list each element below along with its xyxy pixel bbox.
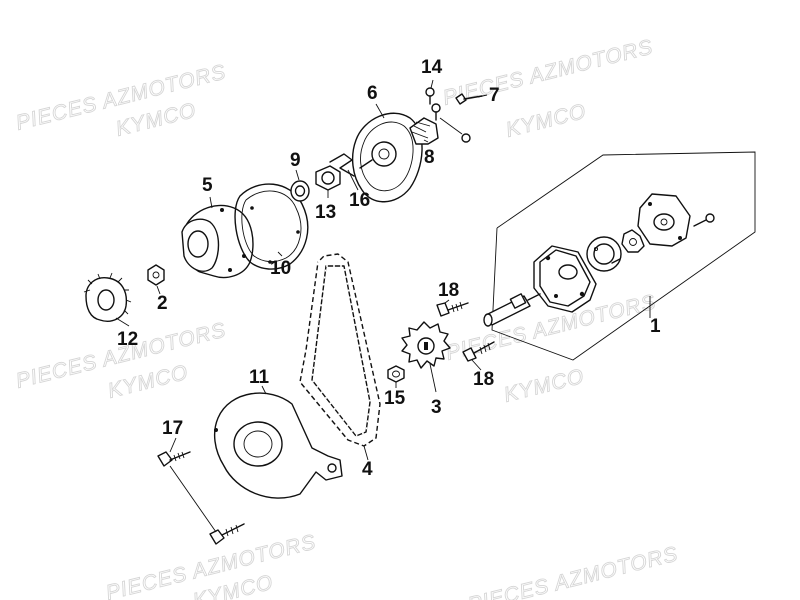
callout-5: 5: [202, 175, 213, 196]
drive-chain: [298, 252, 382, 448]
callout-14: 14: [421, 57, 443, 78]
housing-gasket: [234, 183, 309, 270]
flange-bolt-lower: [462, 341, 495, 362]
sprocket-nut: [387, 365, 405, 383]
callout-17: 17: [162, 418, 183, 439]
drive-sprocket: [401, 321, 451, 369]
callout-10: 10: [270, 258, 291, 279]
guide-bolt-lower: [209, 523, 245, 545]
chain-guide-plate: [213, 392, 343, 499]
bolt-alignment-line: [169, 465, 217, 533]
spring-boot: [409, 117, 439, 145]
driven-gear: [83, 272, 132, 322]
oil-pump-inner-rotor: [621, 229, 645, 253]
leader-lines: [115, 79, 488, 461]
drive-plate: [351, 112, 423, 203]
watermark-text: PIECES AZMOTORS: [466, 542, 681, 600]
callout-1: 1: [650, 316, 661, 337]
callout-3: 3: [431, 397, 442, 418]
oil-pump-group-bracket: [491, 151, 756, 361]
oil-pump-body: [533, 245, 597, 313]
watermark-text: KYMCO: [504, 100, 589, 142]
watermark-text: KYMCO: [502, 365, 587, 407]
watermark-text: PIECES AZMOTORS: [441, 35, 656, 110]
oil-pump-cover: [637, 193, 691, 247]
callout-7: 7: [489, 85, 500, 106]
gear-nut: [147, 264, 165, 286]
small-screw-lower: [431, 103, 441, 121]
callout-11: 11: [249, 367, 270, 388]
callout-6: 6: [367, 83, 378, 104]
callout-16: 16: [349, 190, 370, 211]
callout-8: 8: [424, 147, 435, 168]
guide-bolt-upper: [157, 451, 191, 467]
flange-bolt-upper: [436, 301, 469, 317]
callout-15: 15: [384, 388, 406, 409]
pump-drive-housing: [181, 204, 254, 279]
pump-cover-screw: [693, 213, 715, 227]
callout-12: 12: [117, 329, 138, 350]
callout-2: 2: [157, 293, 168, 314]
screw-right: [439, 117, 471, 143]
callout-18-lower: 18: [473, 369, 494, 390]
callout-9: 9: [290, 150, 301, 171]
oil-pump-pin: [611, 258, 621, 264]
oil-pump-shaft: [483, 293, 541, 327]
callout-labels: 1 2 3 4 5 6 7 8 9 10 11 12 13 14 15 16 1…: [117, 57, 661, 480]
callout-18-upper: 18: [438, 280, 459, 301]
washer: [290, 180, 310, 202]
callout-13: 13: [315, 202, 336, 223]
shaft-collar: [315, 165, 341, 191]
callout-4: 4: [362, 459, 373, 480]
oil-pump-outer-rotor: [586, 236, 622, 272]
small-screw-upper: [425, 87, 435, 105]
